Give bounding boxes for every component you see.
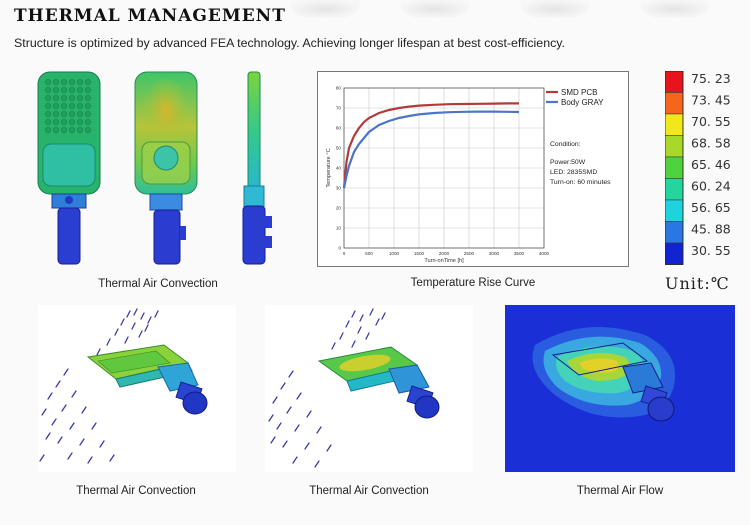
lamp-model-1 bbox=[86, 344, 208, 415]
y-tick-label: 60 bbox=[336, 126, 342, 131]
series-line-1 bbox=[342, 102, 519, 189]
x-tick-label: 2000 bbox=[439, 251, 450, 256]
temperature-rise-chart: 0 500 1000 1500 2000 2500 3000 3500 4000 0 10 20 30 4… bbox=[326, 86, 611, 264]
decorative-shadow bbox=[640, 0, 710, 18]
y-tick-label: 0 bbox=[338, 246, 341, 251]
decorative-shadow bbox=[400, 0, 470, 18]
scale-value-label: 65. 46 bbox=[691, 157, 731, 172]
x-axis-label: Turn-onTime [h] bbox=[424, 258, 464, 264]
scale-value-label: 70. 55 bbox=[691, 114, 731, 129]
caption-temperature-rise-curve: Temperature Rise Curve bbox=[410, 277, 536, 289]
scale-color-swatch bbox=[664, 92, 684, 115]
air-particles bbox=[268, 308, 386, 468]
y-tick-label: 20 bbox=[336, 206, 342, 211]
airflow-simulation-2 bbox=[265, 305, 473, 472]
page-subtitle: Structure is optimized by advanced FEA t… bbox=[14, 36, 565, 50]
x-tick-label: 1500 bbox=[414, 251, 425, 256]
condition-heading: Condition: bbox=[550, 141, 581, 148]
y-tick-label: 10 bbox=[336, 226, 342, 231]
scale-color-swatch bbox=[664, 156, 684, 179]
x-tick-label: 3000 bbox=[489, 251, 500, 256]
scale-value-label: 60. 24 bbox=[691, 179, 731, 194]
scale-color-swatch bbox=[664, 178, 684, 201]
caption-thermal-air-flow: Thermal Air Flow bbox=[576, 485, 664, 497]
scale-color-swatch bbox=[664, 199, 684, 222]
x-tick-label: 1000 bbox=[389, 251, 400, 256]
scale-value-label: 56. 65 bbox=[691, 200, 731, 215]
scale-color-swatch bbox=[664, 70, 684, 93]
scale-value-label: 45. 88 bbox=[691, 222, 731, 237]
y-axis-label: Temperature °C bbox=[326, 148, 332, 187]
scale-value-label: 68. 58 bbox=[691, 136, 731, 151]
condition-line: Turn-on: 60 minutes bbox=[550, 179, 611, 186]
decorative-shadow bbox=[290, 0, 360, 18]
x-tick-label: 2500 bbox=[464, 251, 475, 256]
condition-line: Power:50W bbox=[550, 159, 586, 166]
scale-value-label: 30. 55 bbox=[691, 243, 731, 258]
x-tick-label: 3500 bbox=[514, 251, 525, 256]
decorative-shadow bbox=[520, 0, 590, 18]
side-view-lamp bbox=[242, 71, 272, 265]
legend-label-2: Body GRAY bbox=[561, 98, 604, 107]
scale-value-label: 75. 23 bbox=[691, 71, 731, 86]
plot-area bbox=[343, 87, 545, 249]
airflow-simulation-1 bbox=[38, 305, 236, 472]
caption-thermal-air-convection-bottom-middle: Thermal Air Convection bbox=[309, 485, 429, 497]
lamp-model-3 bbox=[551, 342, 675, 422]
scale-color-swatch bbox=[664, 113, 684, 136]
lamp-model-2 bbox=[317, 346, 440, 419]
x-tick-label: 0 bbox=[343, 251, 346, 256]
caption-thermal-air-convection-bottom-left: Thermal Air Convection bbox=[76, 485, 196, 497]
scale-color-swatch bbox=[664, 221, 684, 244]
series-line-2 bbox=[342, 110, 520, 189]
front-view-lamp bbox=[37, 71, 101, 265]
air-particles bbox=[39, 308, 159, 464]
y-tick-label: 50 bbox=[336, 146, 342, 151]
temperature-color-scale: 75. 23 73. 45 70. 55 68. 58 65. 46 60. 24 56. … bbox=[664, 70, 745, 271]
y-tick-label: 40 bbox=[336, 166, 342, 171]
x-tick-label: 4000 bbox=[539, 251, 550, 256]
y-tick-label: 80 bbox=[336, 86, 342, 91]
page-title: THERMAL MANAGEMENT bbox=[14, 6, 286, 26]
x-tick-label: 500 bbox=[365, 251, 373, 256]
scale-border bbox=[664, 70, 684, 265]
y-tick-label: 30 bbox=[336, 186, 342, 191]
legend-label-1: SMD PCB bbox=[561, 88, 597, 97]
caption-thermal-air-convection-top: Thermal Air Convection bbox=[98, 278, 218, 290]
back-view-lamp bbox=[134, 71, 198, 265]
temperature-rise-chart-frame: 0 500 1000 1500 2000 2500 3000 3500 4000 0 10 20 30 4… bbox=[317, 71, 629, 267]
scale-color-swatch bbox=[664, 242, 684, 265]
scale-color-swatch bbox=[664, 135, 684, 158]
thermal-air-flow-simulation bbox=[505, 305, 735, 472]
y-tick-label: 70 bbox=[336, 106, 342, 111]
condition-line: LED: 2835SMD bbox=[550, 169, 597, 176]
unit-label: Unit:℃ bbox=[665, 274, 730, 293]
scale-value-label: 73. 45 bbox=[691, 93, 731, 108]
thermal-views-front-back-side bbox=[37, 71, 272, 265]
